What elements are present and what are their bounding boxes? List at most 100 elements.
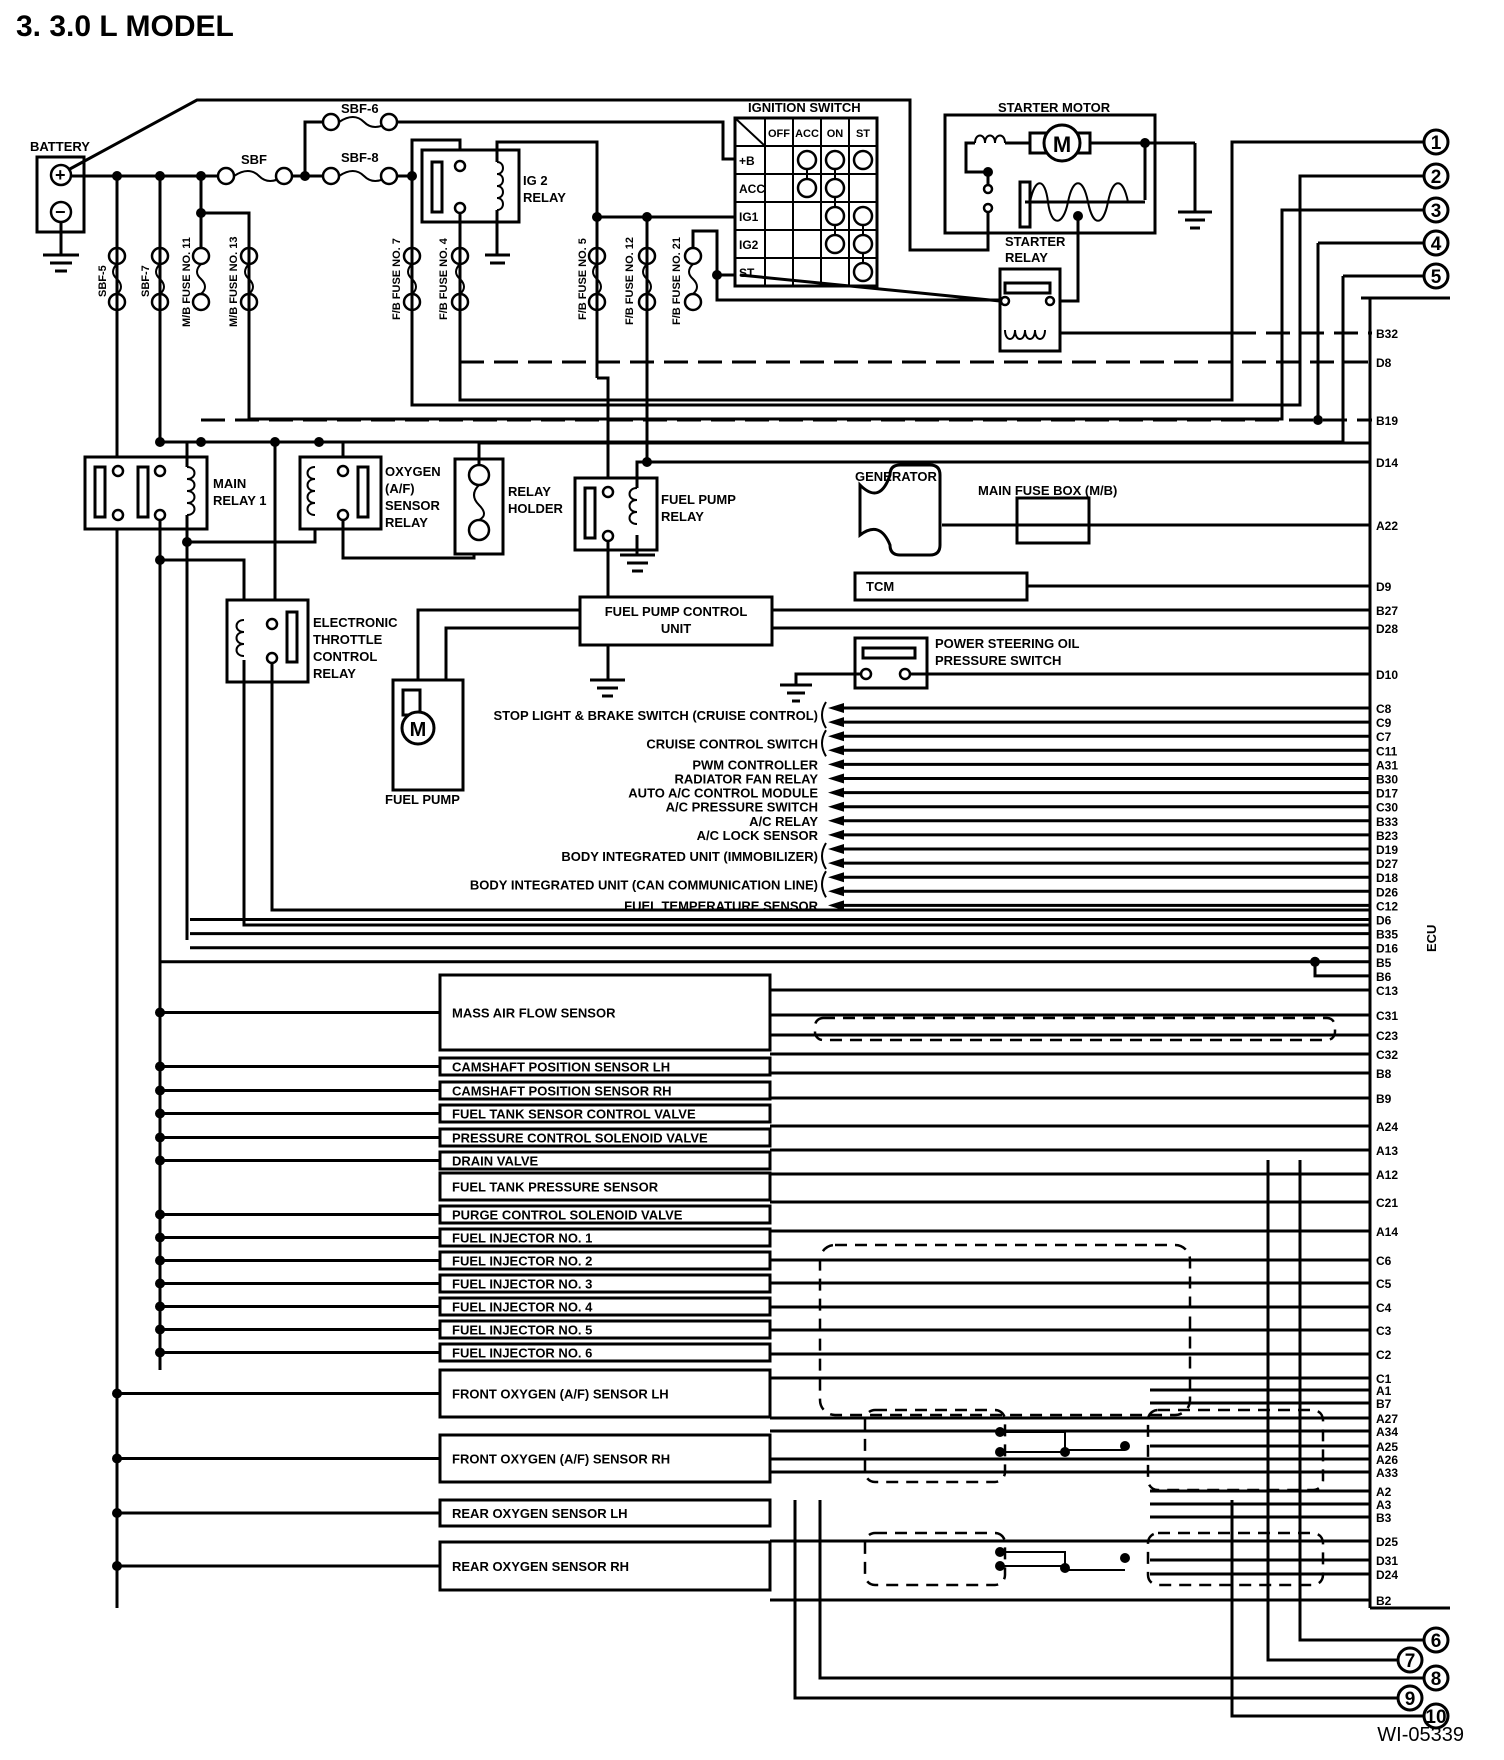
bracket [821,842,827,870]
switch-contact [824,205,846,227]
sensor-label: REAR OXYGEN SENSOR LH [452,1506,628,1521]
ecu-pin-label: D24 [1376,1568,1398,1582]
sensor-label: FUEL INJECTOR NO. 4 [452,1300,593,1315]
ecu-pin-label: B30 [1376,773,1398,787]
ecu-pin-label: B6 [1376,970,1392,984]
sbf7-label: SBF-7 [140,265,152,297]
sensor-label: FRONT OXYGEN (A/F) SENSOR LH [452,1387,669,1402]
figure-id: WI-05339 [1377,1724,1464,1746]
ecu-pin-label: C7 [1376,730,1392,744]
starter-motor-symbol: M [1053,132,1071,157]
input-device-label: A/C LOCK SENSOR [697,828,819,843]
switch-contact [824,149,846,171]
ecu-pin-label: C30 [1376,801,1398,815]
connector-wire [793,1500,1398,1700]
sensor-label: FRONT OXYGEN (A/F) SENSOR RH [452,1452,670,1467]
switch-contact [852,205,874,227]
ecu-pin-label: D14 [1376,456,1398,470]
ecu-pin-label: A22 [1376,519,1398,533]
battery-negative-label: − [55,202,66,222]
arrow-icon [828,858,844,869]
junction-dot [112,1561,122,1571]
ecu-pin-label: A14 [1376,1225,1398,1239]
sensor-label: FUEL INJECTOR NO. 2 [452,1254,592,1269]
fb-fuse-12-label: F/B FUSE NO. 12 [624,237,636,325]
ecu-pin-label: D18 [1376,871,1398,885]
input-device-label: FUEL TEMPERATURE SENSOR [624,898,818,913]
junction-dot [155,1155,165,1166]
sbf5-label: SBF-5 [97,265,109,297]
fuel-pump-label: FUEL PUMP [385,792,460,807]
sensor-label: REAR OXYGEN SENSOR RH [452,1559,629,1574]
ecu-pin-label: B19 [1376,414,1398,428]
labels: BATTERY + − SBF SBF-6 SBF-8 SBF-5 SBF-7 … [30,100,1439,952]
switch-contact [852,149,874,171]
ecu-pin-label: B33 [1376,815,1398,829]
connector-circle [1422,229,1450,257]
connector-number: 6 [1431,1631,1442,1652]
connector-number: 9 [1405,1689,1416,1710]
connector-circle [1422,1702,1450,1730]
ignition-row-label: ACC [739,182,765,196]
etc-relay-label-2: THROTTLE [313,632,383,647]
sbf8-label: SBF-8 [341,150,379,165]
ecu-pin-label: B35 [1376,928,1398,942]
sensor-label: FUEL TANK SENSOR CONTROL VALVE [452,1107,696,1122]
junction-dot [112,1508,122,1518]
main-fuse-box-label: MAIN FUSE BOX (M/B) [978,483,1117,498]
bracket [821,701,827,729]
switch-contact [852,233,874,255]
sensor-label: FUEL INJECTOR NO. 6 [452,1346,592,1361]
sensor-label: CAMSHAFT POSITION SENSOR LH [452,1060,670,1075]
switch-contact [824,233,846,255]
connector-wire [1298,1160,1424,1642]
ecu-pin-label: B27 [1376,604,1398,618]
ignition-row-label: +B [739,154,755,168]
ignition-column-header: ACC [795,128,819,140]
ecu-pin-label: C4 [1376,1301,1392,1315]
junction-dot [112,1453,122,1464]
ecu-wire [1313,961,1370,978]
ecu-pin-label: C5 [1376,1277,1392,1291]
fpcu-label-2: UNIT [661,621,691,636]
bracket [821,729,827,757]
ecu-pin-label: B5 [1376,956,1392,970]
junction-dot [155,1324,165,1335]
connector-wire [818,1500,1424,1680]
junction-dot [155,1255,165,1266]
ecu-pin-label: D17 [1376,787,1398,801]
page-title: 3. 3.0 L MODEL [16,10,234,43]
ecu-pin-label: C1 [1376,1372,1392,1386]
ecu-pin-label: B8 [1376,1067,1392,1081]
sensor-box [438,1433,772,1484]
mb-fuse-13-label: M/B FUSE NO. 13 [228,237,240,327]
etc-relay [225,598,1370,927]
ignition-switch-label: IGNITION SWITCH [748,100,861,115]
etc-relay-label-1: ELECTRONIC [313,615,398,630]
etc-relay-label-4: RELAY [313,666,356,681]
ecu-pin-label: B3 [1376,1511,1392,1525]
sensor-label: MASS AIR FLOW SENSOR [452,1006,616,1021]
junction-dot [155,1278,165,1289]
junction-dot [155,1232,165,1243]
mb-fuse-11-label: M/B FUSE NO. 11 [181,237,193,327]
connector-number: 7 [1405,1651,1416,1672]
connector-number: 2 [1431,167,1442,188]
input-device-label: BODY INTEGRATED UNIT (CAN COMMUNICATION … [470,877,818,892]
etc-relay-label-3: CONTROL [313,649,377,664]
starter-relay-label-2: RELAY [1005,250,1048,265]
ecu-pin-label: D27 [1376,857,1398,871]
ecu-pin-label: D10 [1376,668,1398,682]
connector-number: 4 [1431,234,1442,255]
ecu-pin-label: A26 [1376,1453,1398,1467]
connector-number: 10 [1425,1707,1446,1728]
tcm-label: TCM [866,579,894,594]
fb-fuse-5-label: F/B FUSE NO. 5 [577,238,589,320]
battery-label: BATTERY [30,139,90,154]
fb-fuse-4-label: F/B FUSE NO. 4 [438,237,450,320]
sensor-label: FUEL INJECTOR NO. 3 [452,1277,592,1292]
bracket [821,870,827,898]
